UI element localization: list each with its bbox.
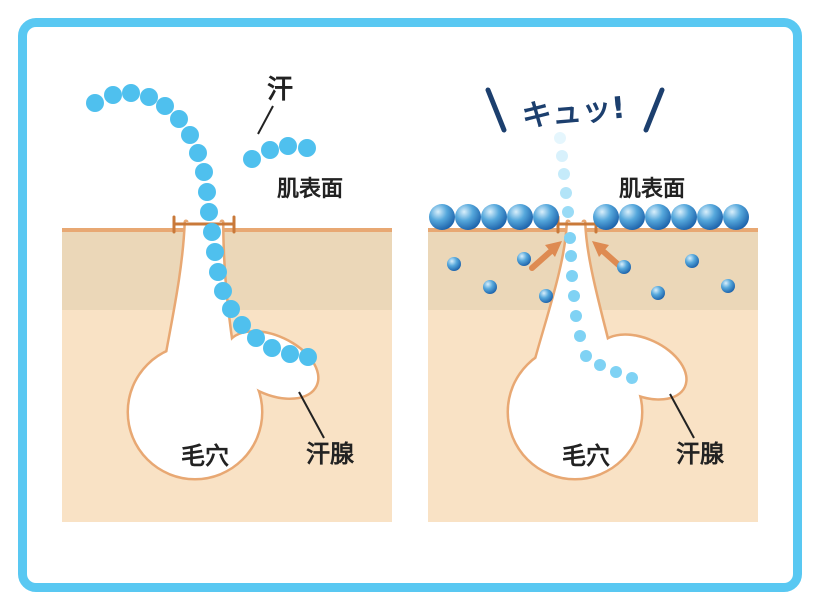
panel-before: 汗 肌表面 毛穴 汗腺 <box>62 60 392 526</box>
squeeze-callout: キュッ! <box>485 87 665 135</box>
squeeze-label: キュッ! <box>520 91 626 135</box>
pore <box>506 219 688 481</box>
surface-water-balls <box>429 204 749 230</box>
sweat-droplets <box>554 132 638 384</box>
after-illustration: キュッ! 肌表面 毛穴 汗腺 <box>428 87 758 522</box>
sweat-gland-label: 汗腺 <box>306 440 355 468</box>
emphasis-stroke-right <box>643 87 665 133</box>
label-pointer-line <box>669 393 695 439</box>
pore-label: 毛穴 <box>181 442 229 470</box>
skin-surface-label: 肌表面 <box>277 177 343 202</box>
absorbed-water-balls <box>447 252 735 303</box>
before-illustration: 汗 肌表面 毛穴 汗腺 <box>62 75 392 522</box>
sweat-gland-label: 汗腺 <box>676 440 725 468</box>
label-pointer-line <box>298 391 325 439</box>
pore-opening-bracket <box>172 215 236 234</box>
panel-after: キュッ! 肌表面 毛穴 汗腺 <box>428 60 758 526</box>
skin-surface-label: 肌表面 <box>619 177 685 202</box>
label-pointer-line <box>257 105 274 135</box>
sweat-label: 汗 <box>267 75 293 105</box>
emphasis-stroke-left <box>485 87 507 133</box>
pore-label: 毛穴 <box>562 442 610 470</box>
sweat-droplets <box>86 84 317 366</box>
